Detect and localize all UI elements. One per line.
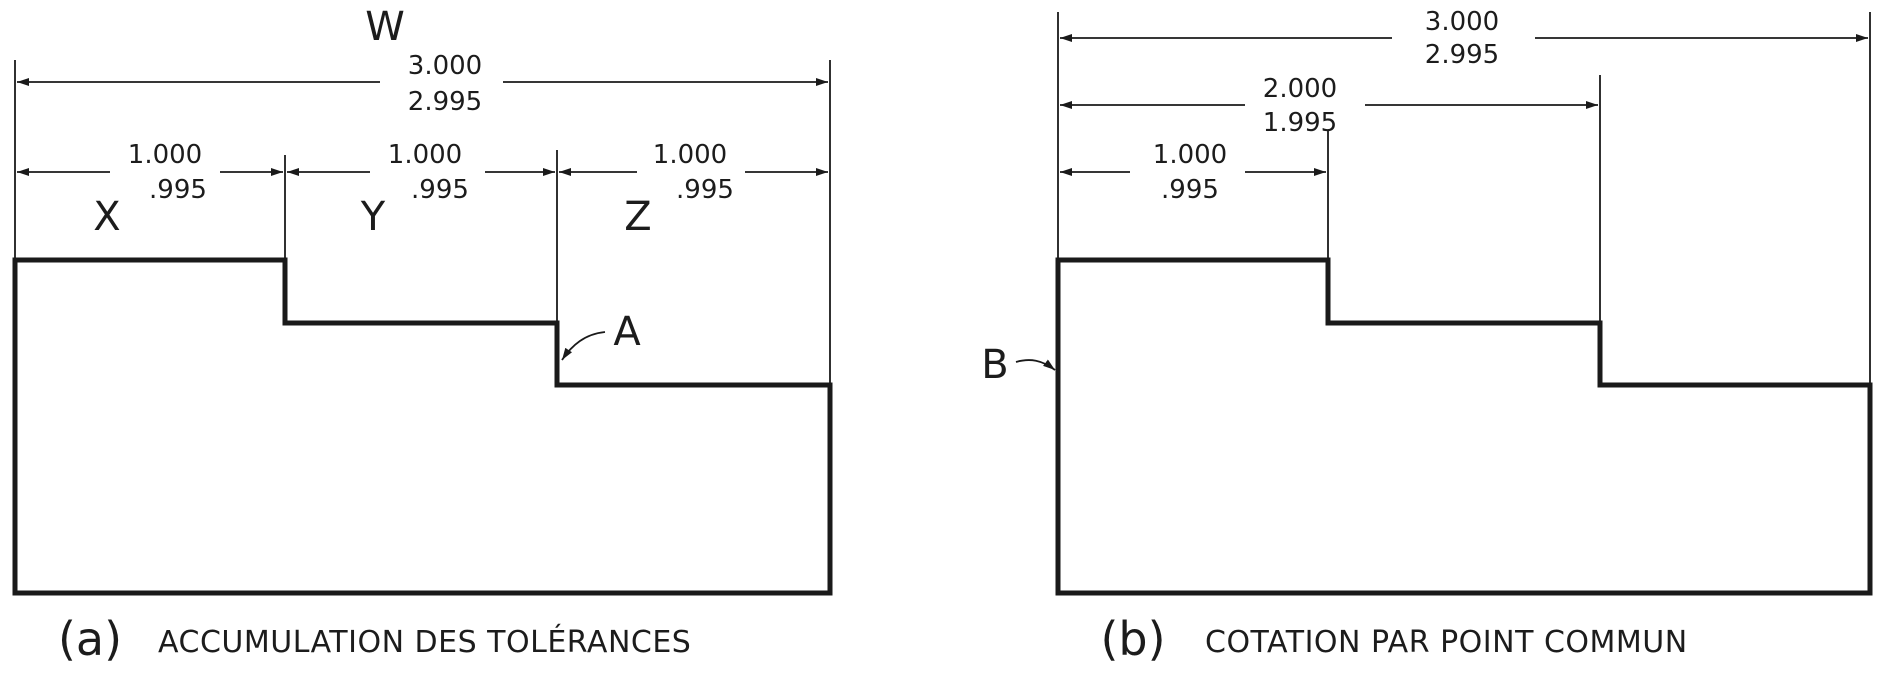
dim-y-upper: 1.000: [388, 140, 462, 170]
figure-b: 3.000 2.995 2.000 1.995 1.000 .995 B (b)…: [981, 7, 1873, 666]
caption-a-text: ACCUMULATION DES TOLÉRANCES: [158, 624, 691, 660]
letter-x: X: [93, 194, 120, 240]
dim-1000-upper: 1.000: [1153, 140, 1227, 170]
dim-x-upper: 1.000: [128, 140, 202, 170]
dim-y-lower: .995: [411, 175, 469, 205]
top-label-w: W: [365, 4, 405, 50]
point-label-b: B: [981, 342, 1008, 388]
part-a-outline: [12, 257, 833, 596]
caption-b-text: COTATION PAR POINT COMMUN: [1205, 625, 1688, 660]
letter-z: Z: [624, 194, 651, 240]
part-b-outline: [1055, 257, 1873, 596]
letter-y: Y: [360, 194, 386, 240]
overall-dim-lower: 2.995: [408, 87, 482, 117]
leader-arrow-b: [1015, 359, 1056, 371]
dim-x-lower: .995: [149, 175, 207, 205]
dim-3000-lower: 2.995: [1425, 40, 1499, 70]
overall-dim-upper: 3.000: [408, 51, 482, 81]
dim-z-upper: 1.000: [653, 140, 727, 170]
leader-arrow-a: [561, 331, 606, 361]
dim-2000-lower: 1.995: [1263, 108, 1337, 138]
point-label-a: A: [613, 309, 641, 355]
dim-2000-upper: 2.000: [1263, 74, 1337, 104]
figure-a: W 3.000 2.995 1.000 .995 X 1.000 .995 Y …: [12, 4, 833, 666]
caption-b-id: (b): [1100, 612, 1165, 666]
dim-z-lower: .995: [676, 175, 734, 205]
dim-1000-lower: .995: [1161, 175, 1219, 205]
caption-a-id: (a): [58, 612, 122, 666]
dim-3000-upper: 3.000: [1425, 7, 1499, 37]
